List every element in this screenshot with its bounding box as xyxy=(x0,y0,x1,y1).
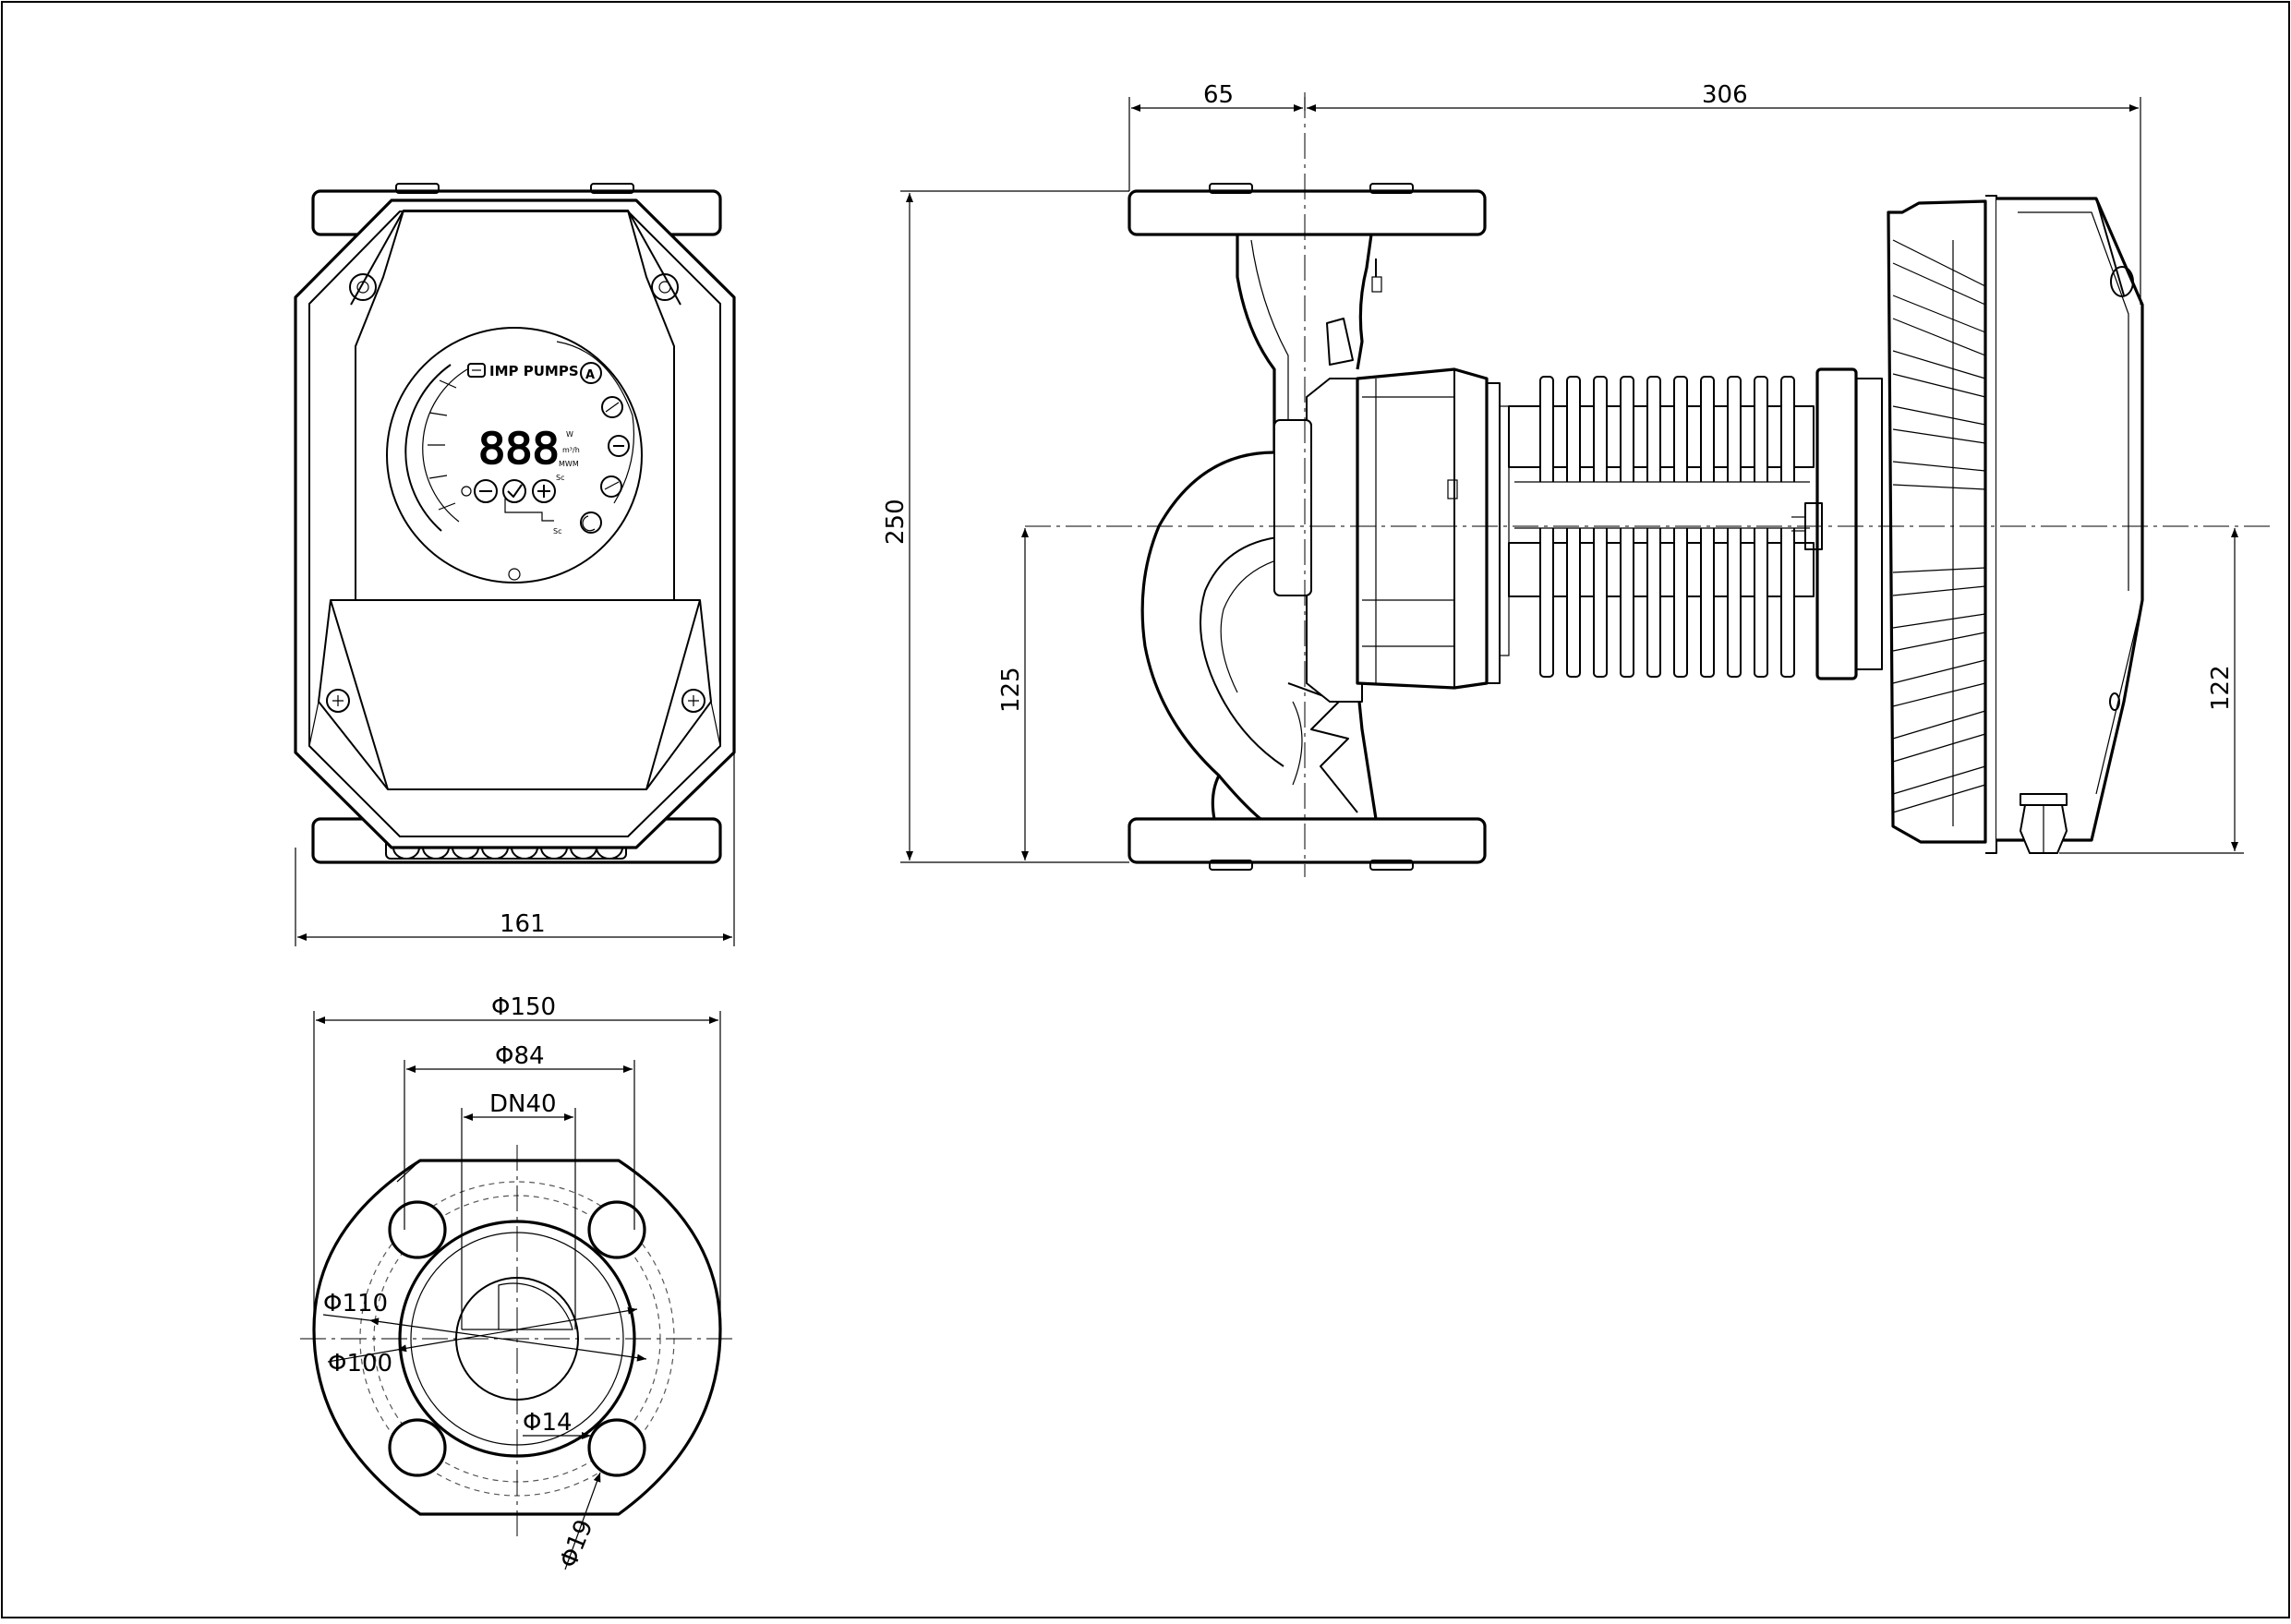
proportional-mode-icon xyxy=(600,475,622,498)
night-mode-icon xyxy=(580,511,602,534)
brand-logo xyxy=(467,363,486,378)
plus-button[interactable] xyxy=(532,479,556,503)
dim-d100-label: Φ100 xyxy=(328,1350,392,1377)
control-buttons: Sc Sc xyxy=(461,474,602,535)
dim-side-right: 122 xyxy=(2059,528,2244,854)
unit-flow: m³/h xyxy=(562,446,580,454)
ok-button[interactable] xyxy=(502,479,526,503)
brand-text: IMP PUMPS xyxy=(489,363,579,379)
dim-front-width: 161 xyxy=(295,752,735,946)
mode-icons: A xyxy=(556,341,635,504)
dim-306-label: 306 xyxy=(1702,81,1748,109)
dim-125-label: 125 xyxy=(997,667,1025,713)
auto-mode-icon xyxy=(580,362,602,384)
sub-label-1: Sc xyxy=(556,474,564,482)
side-view xyxy=(1127,183,2144,871)
sub-label-2: Sc xyxy=(553,527,561,535)
bolt-hole-tr xyxy=(587,1200,646,1259)
dim-d14-label: Φ14 xyxy=(523,1409,573,1437)
svg-text:A: A xyxy=(585,368,595,382)
dim-65-label: 65 xyxy=(1203,81,1234,109)
bolt-hole-tl xyxy=(388,1200,447,1259)
dim-161-label: 161 xyxy=(500,910,546,938)
bolt-hole-br xyxy=(587,1418,646,1477)
dim-250-label: 250 xyxy=(882,499,910,545)
unit-w: W xyxy=(566,430,573,439)
dim-d110-label: Φ110 xyxy=(323,1290,388,1317)
segment-display: 888 xyxy=(478,424,560,474)
constant-mode-icon xyxy=(608,435,630,457)
control-panel xyxy=(386,327,643,583)
minus-button[interactable] xyxy=(474,479,498,503)
dim-122-label: 122 xyxy=(2207,665,2235,711)
curve-mode-icon xyxy=(601,396,623,418)
bolt-hole-bl xyxy=(388,1418,447,1477)
dim-d84-label: Φ84 xyxy=(495,1042,545,1070)
unit-mwm: MWM xyxy=(559,460,579,468)
dim-dn40-label: DN40 xyxy=(489,1090,557,1118)
dim-d150-label: Φ150 xyxy=(491,993,556,1021)
dim-d19-label: Φ19 xyxy=(555,1516,599,1572)
power-icon[interactable] xyxy=(461,486,472,497)
dim-side-left: 250 125 xyxy=(882,190,1129,863)
dim-side-top: 65 306 xyxy=(1128,81,2141,305)
front-screws xyxy=(326,273,705,713)
front-view: IMP PUMPS 888 W m³/h MWM A Sc xyxy=(294,183,736,864)
head-ribs xyxy=(1892,239,1986,826)
